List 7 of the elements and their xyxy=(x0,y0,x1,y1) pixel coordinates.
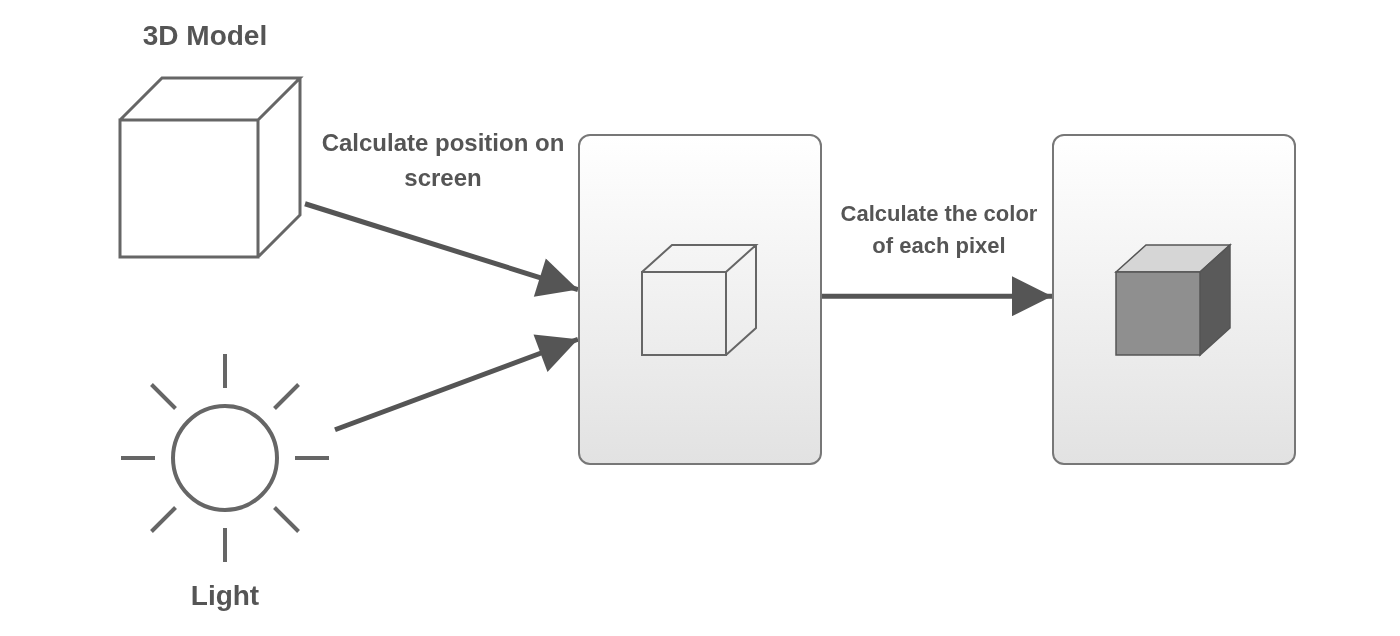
arrow xyxy=(334,334,579,433)
arrow xyxy=(304,201,579,297)
render-panel xyxy=(578,134,822,465)
node-label: 3D Model xyxy=(141,20,269,52)
arrow xyxy=(822,276,1052,317)
render-panel xyxy=(1052,134,1296,465)
node-label: Light xyxy=(189,580,261,612)
